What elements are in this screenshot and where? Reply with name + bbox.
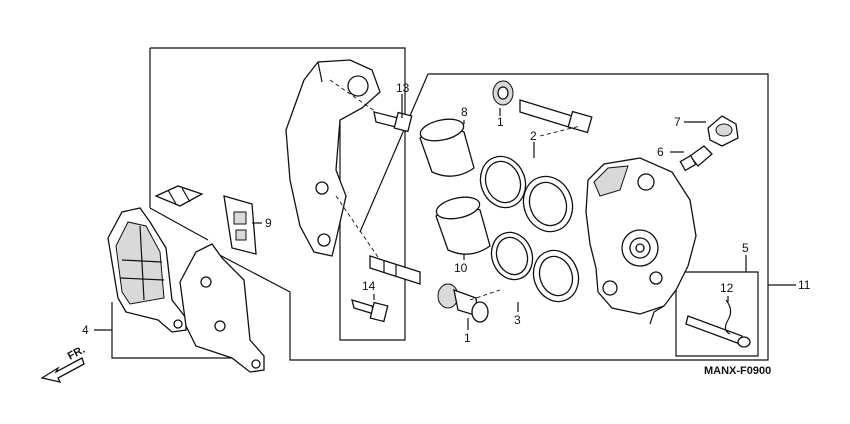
pin-clip	[724, 299, 732, 335]
diagram-code: MANX-F0900	[704, 365, 771, 377]
bleeder-valve	[679, 145, 713, 172]
callout-3: 3	[514, 313, 521, 327]
callout-8: 8	[461, 105, 468, 119]
callout-11: 11	[798, 278, 811, 292]
leader-lines	[94, 79, 796, 331]
caliper-bracket	[285, 59, 381, 257]
pad-shim	[223, 195, 257, 255]
pad-spring	[154, 185, 204, 207]
slide-pin-upper	[519, 99, 593, 134]
callout-7: 7	[674, 115, 681, 129]
bracket-bolt-upper	[373, 111, 413, 133]
slide-pin-bracket	[369, 255, 421, 285]
callout-4: 4	[82, 323, 89, 337]
callout-12: 12	[720, 281, 734, 295]
front-direction-arrow: FR.	[40, 344, 87, 383]
callout-1-lower: 1	[464, 331, 471, 345]
pad-pin	[685, 315, 751, 348]
bracket-bolt-lower	[351, 299, 389, 323]
seal-set-lower	[490, 231, 580, 303]
piston-lower	[435, 196, 491, 255]
callout-labels: 13 1 2 8 9 10 3 1 4 7 6 5 11 12 14	[82, 81, 811, 345]
pin-kit-frame	[675, 271, 759, 357]
brake-pad-rear	[179, 243, 265, 373]
bracket-assembly-frame	[149, 47, 406, 341]
caliper-body	[585, 157, 697, 325]
piston-upper	[419, 118, 475, 177]
front-direction-label: FR.	[66, 344, 87, 363]
callout-1-upper: 1	[497, 115, 504, 129]
callout-13: 13	[396, 81, 410, 95]
boot-lower	[437, 283, 489, 323]
callout-2: 2	[530, 129, 537, 143]
bleeder-cap	[707, 115, 739, 147]
callout-14: 14	[362, 279, 376, 293]
callout-6: 6	[657, 145, 664, 159]
seal-set-upper	[479, 155, 574, 233]
boot-upper	[492, 80, 514, 106]
brake-pad-front	[107, 207, 187, 333]
callout-9: 9	[265, 216, 272, 230]
caliper-assembly-frame	[209, 73, 769, 361]
pad-set-frame	[111, 302, 245, 359]
callout-10: 10	[454, 261, 468, 275]
callout-5: 5	[742, 241, 749, 255]
